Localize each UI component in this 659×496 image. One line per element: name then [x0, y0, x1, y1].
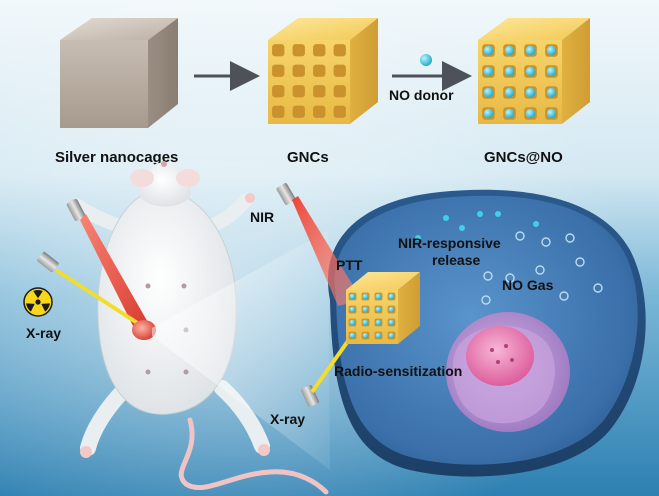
gncs-no-label: GNCs@NO [484, 149, 563, 166]
no-molecule-dot [388, 319, 395, 326]
gncs-label: GNCs [287, 149, 329, 166]
no-gas-dot [459, 225, 465, 231]
laser-emitter-icon [300, 385, 320, 407]
no-molecule-dot [375, 306, 382, 313]
no-molecule-dot [349, 293, 356, 300]
no-molecule-dot [504, 108, 515, 119]
no-molecule-dot [362, 293, 369, 300]
cage-pore [292, 85, 305, 98]
no-molecule-dot [525, 66, 536, 77]
no-donor-dot-icon [420, 54, 432, 66]
no-molecule-dot [375, 293, 382, 300]
no-molecule-dot [504, 45, 515, 56]
gnc-no-cube-icon [478, 18, 590, 124]
nir-laser-beam [80, 214, 150, 336]
no-molecule-dot [525, 45, 536, 56]
no-gas-label: NO Gas [502, 277, 554, 293]
nir-release-line1: NIR-responsive [398, 235, 501, 251]
no-gas-bubble [505, 273, 515, 283]
no-molecule-dot [504, 66, 515, 77]
no-molecule-dot [388, 332, 395, 339]
no-gas-dot [533, 221, 539, 227]
cage-pore [272, 64, 285, 77]
no-molecule-dot [349, 332, 356, 339]
cage-pore [292, 44, 305, 57]
cage-pore [292, 105, 305, 118]
no-molecule-dot [525, 108, 536, 119]
no-molecule-dot [388, 293, 395, 300]
no-gas-bubble [575, 257, 585, 267]
cage-pore [313, 64, 326, 77]
no-gas-bubble [565, 233, 575, 243]
no-molecule-dot [362, 306, 369, 313]
no-gas-bubbles [415, 211, 603, 305]
no-molecule-dot [546, 66, 557, 77]
no-molecule-dot [483, 66, 494, 77]
no-gas-bubble [559, 291, 569, 301]
cage-pore [313, 85, 326, 98]
nucleus-illustration [446, 312, 570, 432]
zoom-projection [152, 230, 330, 470]
no-molecule-dot [546, 87, 557, 98]
gnc-cube-icon [268, 18, 378, 124]
nir-release-line2: release [432, 252, 480, 268]
radio-sensitization-label: Radio-sensitization [334, 363, 462, 379]
no-gas-bubble [593, 283, 603, 293]
no-molecule-dot [525, 87, 536, 98]
cage-pore [272, 44, 285, 57]
xray-left-label: X-ray [26, 325, 61, 341]
no-gas-bubble [481, 295, 491, 305]
cage-pore [333, 64, 346, 77]
no-gas-dot [443, 215, 449, 221]
no-gas-dot [495, 211, 501, 217]
no-molecule-dot [483, 87, 494, 98]
no-molecule-dot [483, 45, 494, 56]
nir-label: NIR [250, 209, 274, 225]
cage-pore [333, 105, 346, 118]
no-molecule-dot [546, 45, 557, 56]
cage-pore [333, 85, 346, 98]
laser-emitter-icon [66, 199, 86, 221]
radiation-icon [23, 287, 53, 317]
cage-pore [333, 44, 346, 57]
no-gas-bubble [535, 265, 545, 275]
no-molecule-dot [362, 332, 369, 339]
gnc-no-cube-in-cell-icon [346, 272, 420, 344]
silver-nanocage-icon [60, 18, 178, 128]
no-molecule-dot [546, 108, 557, 119]
no-donor-label: NO donor [389, 87, 454, 103]
no-molecule-dot [375, 332, 382, 339]
no-molecule-dot [375, 319, 382, 326]
no-molecule-dot [388, 306, 395, 313]
cage-pore [313, 44, 326, 57]
no-molecule-dot [504, 87, 515, 98]
no-gas-bubble [515, 231, 525, 241]
no-gas-dot [415, 235, 421, 241]
no-gas-bubble [483, 271, 493, 281]
silver-nanocages-label: Silver nanocages [55, 149, 178, 166]
no-gas-dot [477, 211, 483, 217]
nir-laser-cone [292, 196, 362, 306]
cage-pore [272, 105, 285, 118]
cage-pore [313, 105, 326, 118]
xray-bottom-label: X-ray [270, 411, 305, 427]
no-gas-bubble [541, 237, 551, 247]
cage-pore [292, 64, 305, 77]
no-molecule-dot [483, 108, 494, 119]
cage-pore [272, 85, 285, 98]
no-molecule-dot [349, 319, 356, 326]
xray-beam [54, 268, 144, 328]
no-molecule-dot [362, 319, 369, 326]
ptt-label: PTT [336, 257, 363, 273]
no-molecule-dot [349, 306, 356, 313]
laser-emitter-icon [37, 251, 59, 273]
laser-emitter-icon [276, 183, 296, 205]
tumor-icon [132, 320, 156, 340]
